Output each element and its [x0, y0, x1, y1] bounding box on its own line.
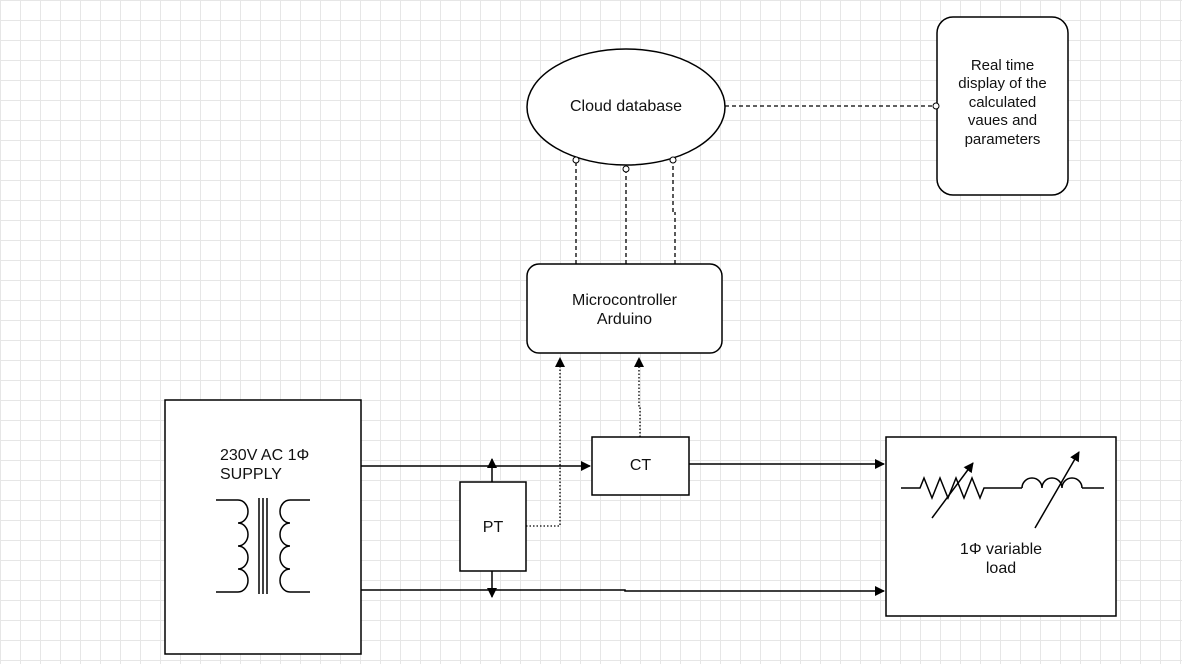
load-line: 1Φ variable — [959, 541, 1043, 558]
load-node — [885, 436, 1117, 617]
connector-dot — [572, 156, 580, 164]
micro-line: Arduino — [596, 311, 653, 329]
connector-dot — [622, 165, 630, 173]
realtime-display-label: Real time display of the calculated vaue… — [937, 57, 1068, 149]
display-line: display of the — [958, 75, 1047, 93]
ct-node — [591, 436, 690, 496]
variable-inductor-icon — [1003, 451, 1104, 529]
connector-dot — [932, 102, 940, 110]
pt-mcu-link — [526, 357, 565, 527]
supply-load-wire — [361, 586, 885, 596]
ct-label: CT — [629, 457, 652, 474]
display-line: parameters — [964, 130, 1041, 148]
connector-dot — [669, 156, 677, 164]
load-label: 1Φ variable load — [886, 540, 1116, 578]
micro-line: Microcontroller — [572, 292, 677, 309]
load-line: load — [985, 560, 1017, 578]
supply-label: 230V AC 1Φ SUPPLY — [220, 446, 360, 484]
display-line: calculated — [968, 93, 1037, 111]
supply-line: 230V AC 1Φ — [220, 447, 310, 464]
supply-line: SUPPLY — [220, 466, 282, 484]
microcontroller-label: Microcontroller Arduino — [527, 291, 722, 329]
ct-mcu-link — [634, 357, 644, 437]
transformer-icon — [216, 498, 310, 594]
pt-label: PT — [482, 519, 504, 536]
cloud-database-label: Cloud database — [569, 98, 683, 115]
cloud-database-node — [526, 48, 726, 166]
variable-resistor-icon — [901, 462, 1003, 519]
supply-node — [164, 399, 362, 655]
microcontroller-node — [526, 263, 723, 354]
display-line: vaues and — [967, 112, 1038, 130]
pt-node — [459, 481, 527, 572]
display-line: Real time — [970, 57, 1035, 74]
